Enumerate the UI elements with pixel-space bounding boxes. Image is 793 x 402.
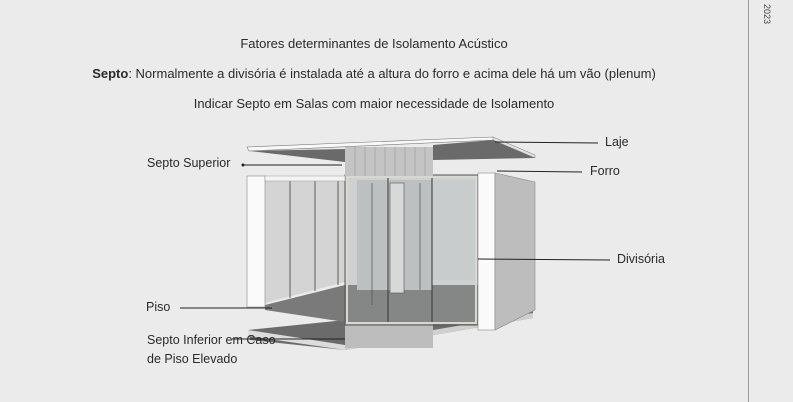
- leader-lines: [180, 141, 611, 340]
- label-laje: Laje: [605, 135, 629, 149]
- septo-description: Septo: Normalmente a divisória é instala…: [0, 66, 748, 81]
- page-title: Fatores determinantes de Isolamento Acús…: [240, 36, 508, 51]
- front-glass-divider: [344, 174, 479, 326]
- label-piso: Piso: [146, 300, 171, 314]
- label-septo-inferior-1: Septo Inferior em Caso: [147, 333, 276, 347]
- septo-term: Septo: [92, 66, 129, 81]
- right-side-wall: [494, 172, 536, 331]
- label-septo-inferior-2: de Piso Elevado: [147, 352, 238, 366]
- floor: [265, 285, 478, 325]
- label-divisoria: Divisória: [617, 252, 665, 266]
- upper-septum: [345, 147, 433, 176]
- top-slab: [246, 136, 536, 162]
- subtitle: Indicar Septo em Salas com maior necessi…: [193, 96, 555, 111]
- side-divider: [748, 0, 749, 402]
- left-post: [246, 175, 266, 308]
- label-septo-superior: Septo Superior: [147, 156, 231, 170]
- label-forro: Forro: [590, 164, 620, 178]
- right-post: [477, 172, 496, 331]
- septo-text: : Normalmente a divisória é instalada at…: [128, 66, 656, 81]
- left-glass-wall: [265, 180, 345, 303]
